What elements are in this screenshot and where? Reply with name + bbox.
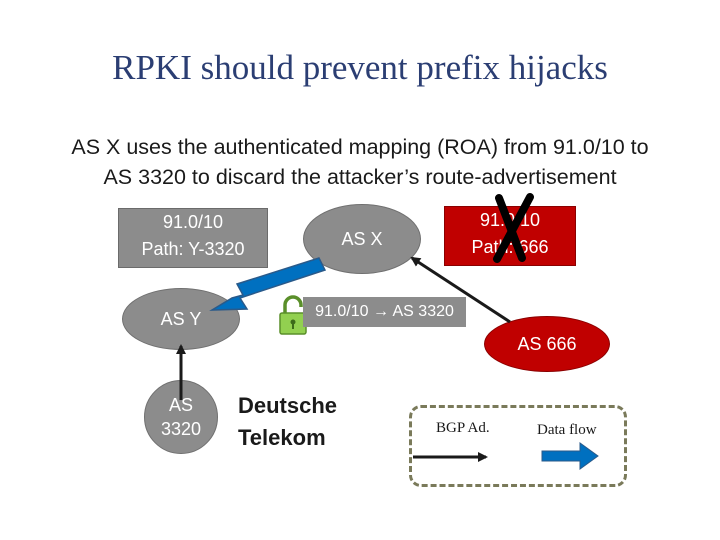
legend-data-flow-label: Data flow <box>537 422 597 438</box>
deutsche-telekom-label: Deutsche Telekom <box>238 390 337 454</box>
subtitle: AS X uses the authenticated mapping (ROA… <box>10 132 710 192</box>
node-as-x-label: AS X <box>341 228 383 249</box>
route-box-y-3320: 91.0/10 Path: Y-3320 <box>118 208 268 268</box>
node-as-666: AS 666 <box>484 316 610 372</box>
node-as-666-label: AS 666 <box>517 333 577 354</box>
node-as-y-label: AS Y <box>160 308 202 329</box>
node-as-3320-line2: 3320 <box>160 419 202 439</box>
subtitle-line-1: AS X uses the authenticated mapping (ROA… <box>71 135 649 159</box>
node-as-3320-line1: AS <box>168 395 193 415</box>
node-as-x: AS X <box>303 204 421 274</box>
bgp-arrow-666-to-x <box>410 256 511 324</box>
legend-data-flow-arrow-icon <box>541 442 599 470</box>
node-as-y: AS Y <box>122 288 240 350</box>
telekom-line: Telekom <box>238 425 326 450</box>
subtitle-line-2: AS 3320 to discard the attacker’s route-… <box>103 165 617 189</box>
lock-icon <box>279 295 307 335</box>
rejected-cross-icon <box>493 193 534 263</box>
route-box-y-prefix: 91.0/10 <box>162 212 224 232</box>
legend-bgp-label: BGP Ad. <box>436 420 490 436</box>
route-box-y-path: Path: Y-3320 <box>141 239 245 259</box>
roa-label: 91.0/10 → AS 3320 <box>303 297 466 327</box>
page-title: RPKI should prevent prefix hijacks <box>112 48 608 87</box>
legend-box <box>409 405 627 487</box>
route-box-666-path: Path: 666 <box>471 237 549 257</box>
data-flow-arrow-x-to-y <box>209 257 327 311</box>
deutsche-line: Deutsche <box>238 393 338 418</box>
